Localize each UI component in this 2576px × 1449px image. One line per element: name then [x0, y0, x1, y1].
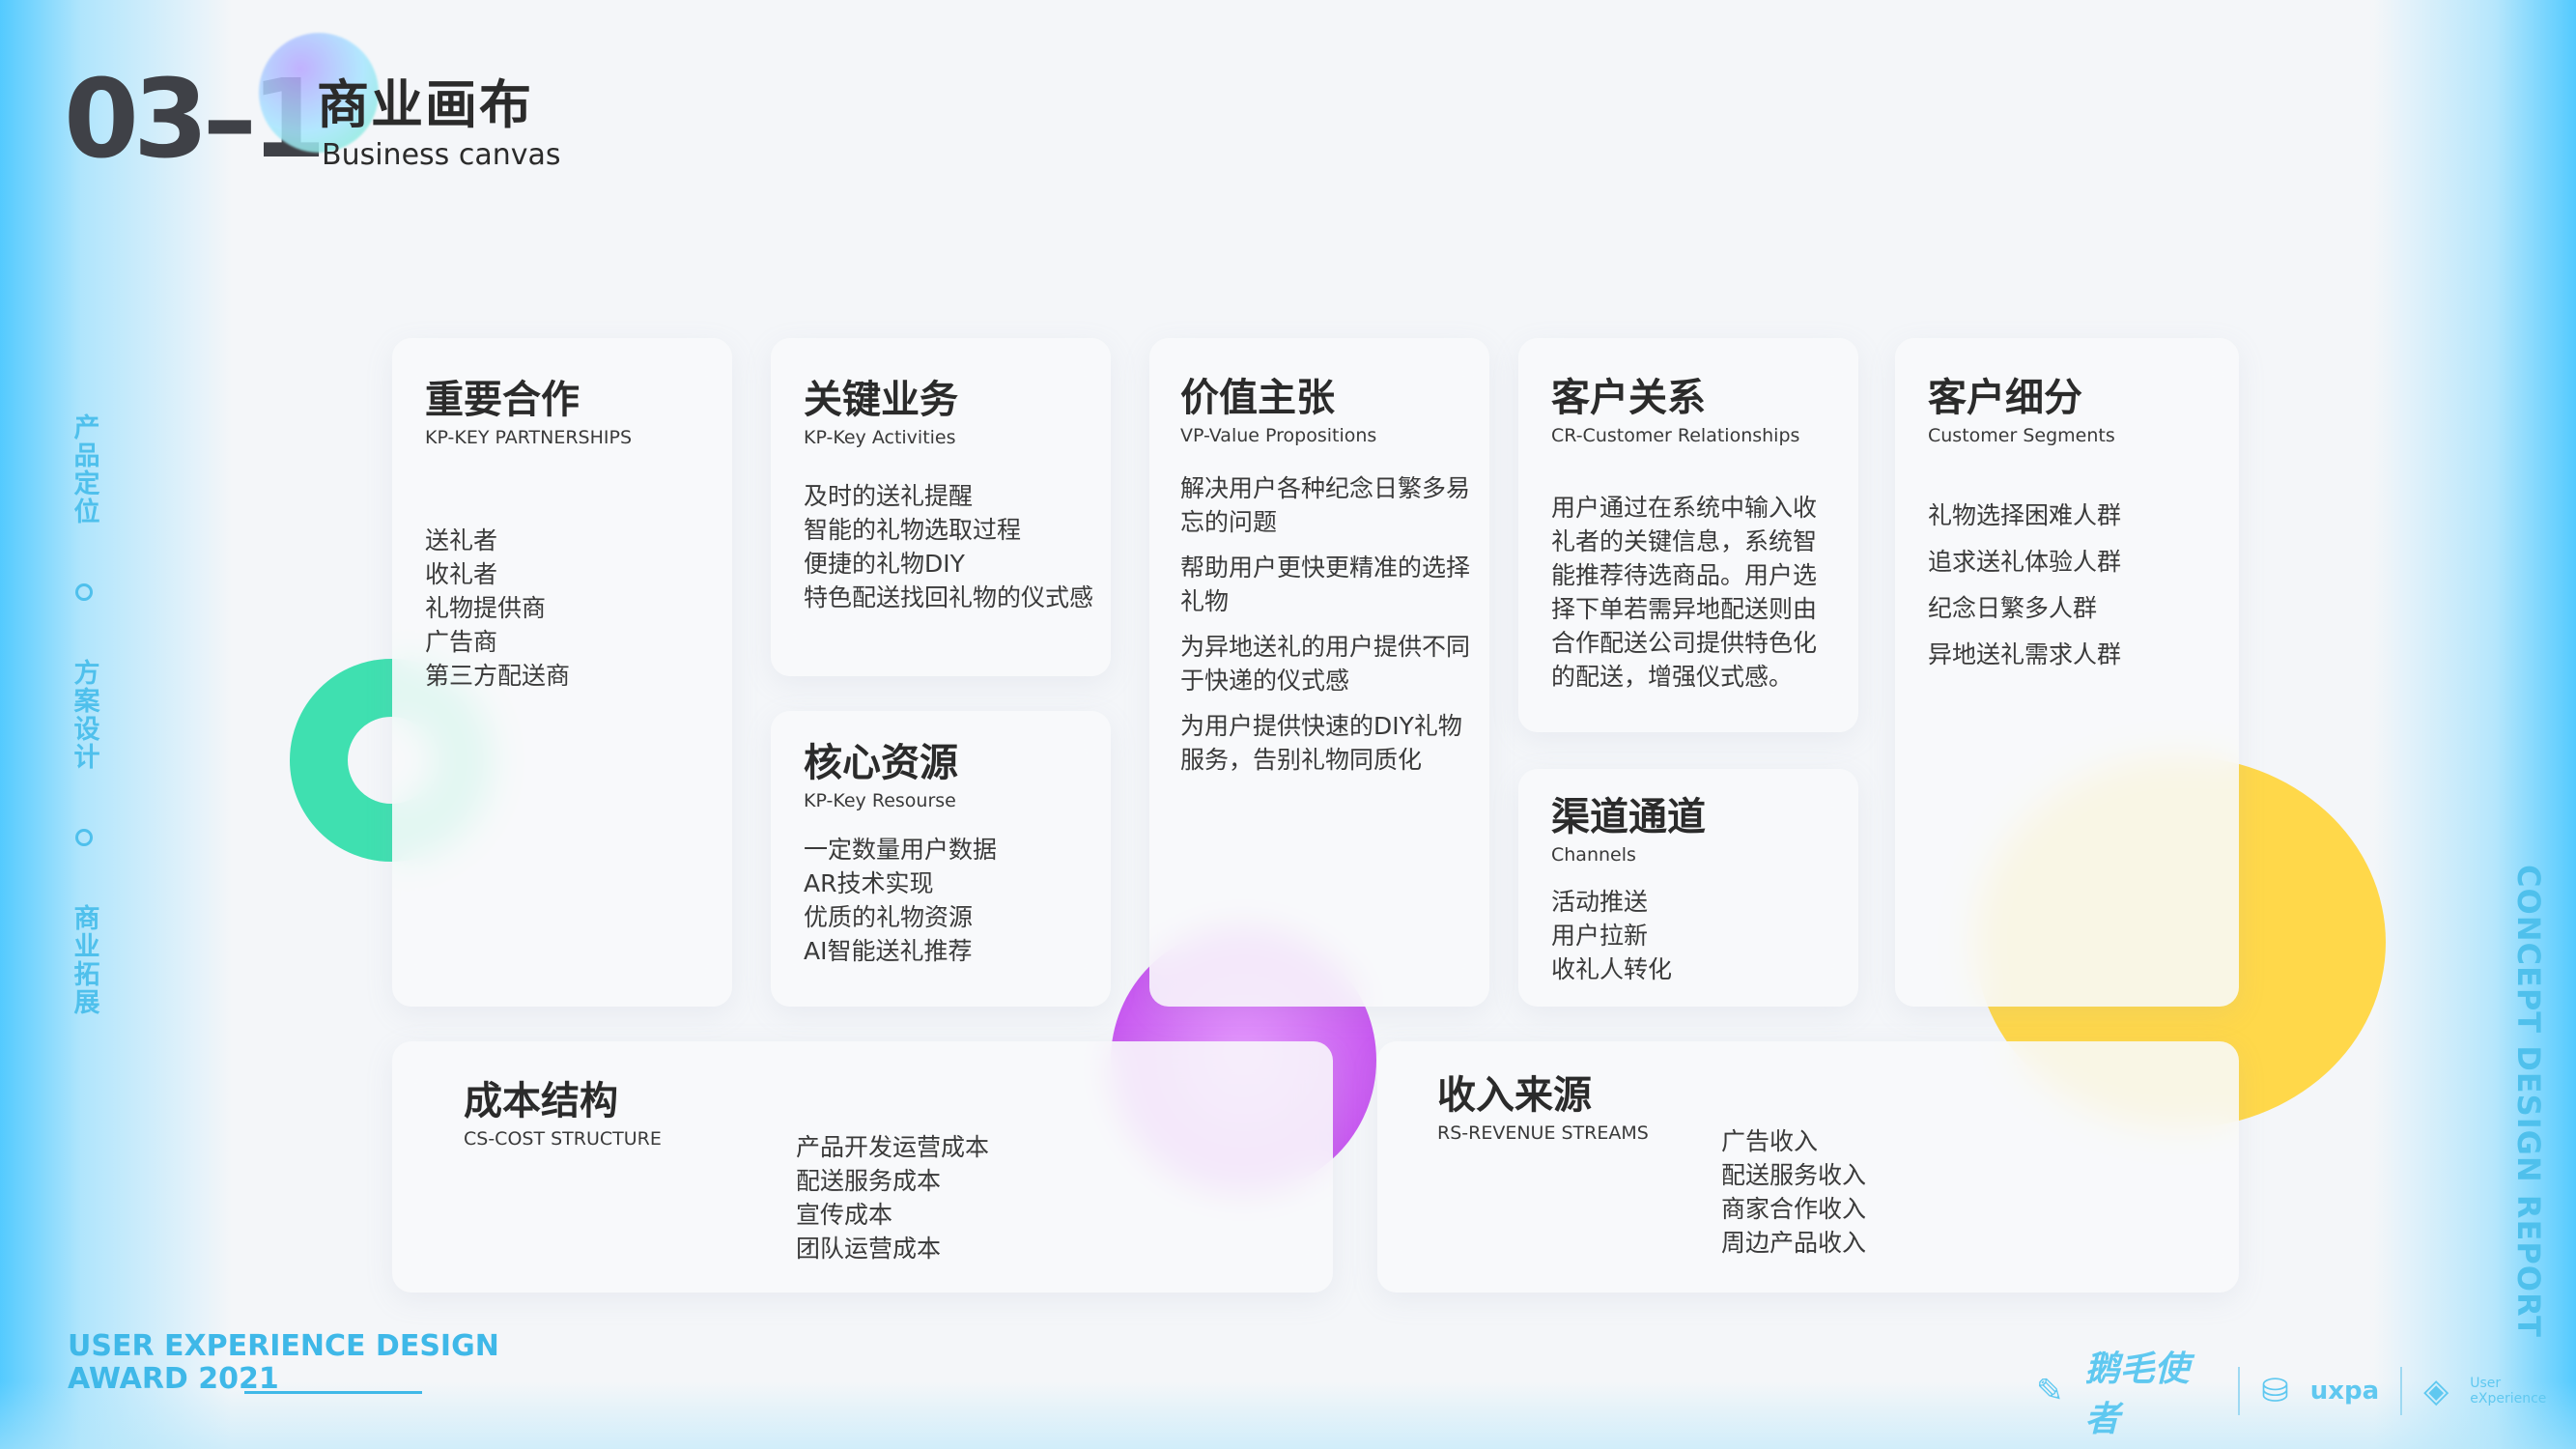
list-item: 商家合作收入	[1721, 1195, 1867, 1223]
card-channels: 渠道通道 Channels 活动推送 用户拉新 收礼人转化	[1518, 769, 1858, 1007]
card-cost-structure: 成本结构 CS-COST STRUCTURE 产品开发运营成本 配送服务成本 宣…	[392, 1041, 1333, 1293]
list-item: 礼物选择困难人群	[1928, 501, 2122, 529]
value-item: 为异地送礼的用户提供不同于快递的仪式感	[1180, 633, 1471, 695]
card-subtitle: KP-Key Resourse	[804, 790, 956, 811]
award-line-2: AWARD 2021	[68, 1362, 279, 1396]
card-title: 价值主张	[1180, 376, 1335, 420]
list-item: 异地送礼需求人群	[1928, 640, 2122, 668]
value-item: 为用户提供快速的DIY礼物服务，告别礼物同质化	[1180, 712, 1462, 774]
value-item: 解决用户各种纪念日繁多易忘的问题	[1180, 474, 1471, 536]
uxpa-icon: ⛁	[2261, 1372, 2289, 1410]
segments-list: 礼物选择困难人群 追求送礼体验人群 纪念日繁多人群 异地送礼需求人群	[1928, 493, 2121, 678]
card-title: 客户细分	[1928, 376, 2082, 420]
list-item: 智能的礼物选取过程	[804, 516, 1022, 544]
footer-logos: ✎ 鹅毛使者 ⛁ uxpa ◈ User eXperience	[2036, 1341, 2576, 1441]
list-item: 一定数量用户数据	[804, 836, 998, 864]
nav-item-business[interactable]: 商业拓展	[69, 904, 99, 1016]
list-item: 宣传成本	[796, 1201, 893, 1229]
card-title: 核心资源	[804, 741, 958, 785]
card-subtitle: KP-Key Activities	[804, 427, 956, 448]
logo-emissary: 鹅毛使者	[2084, 1350, 2190, 1439]
header-orb-decoration	[259, 33, 379, 153]
side-nav: 产品定位 方案设计 商业拓展	[68, 413, 100, 1016]
card-title: 重要合作	[425, 378, 580, 422]
channels-list: 活动推送 用户拉新 收礼人转化	[1551, 885, 1672, 986]
card-subtitle: VP-Value Propositions	[1180, 425, 1377, 446]
card-subtitle: Customer Segments	[1928, 425, 2115, 446]
page-subtitle: Business canvas	[322, 138, 561, 172]
award-line-1: USER EXPERIENCE DESIGN	[68, 1329, 499, 1363]
list-item: 优质的礼物资源	[804, 903, 974, 931]
partnerships-list: 送礼者 收礼者 礼物提供商 广告商 第三方配送商	[425, 524, 570, 693]
activities-list: 及时的送礼提醒 智能的礼物选取过程 便捷的礼物DIY 特色配送找回礼物的仪式感	[804, 479, 1093, 614]
report-label: CONCEPT DESIGN REPORT	[2510, 865, 2547, 1338]
list-item: 及时的送礼提醒	[804, 482, 974, 510]
card-revenue-streams: 收入来源 RS-REVENUE STREAMS 广告收入 配送服务收入 商家合作…	[1377, 1041, 2239, 1293]
list-item: 配送服务收入	[1721, 1161, 1867, 1189]
list-item: 收礼人转化	[1551, 955, 1673, 983]
list-item: 礼物提供商	[425, 594, 547, 622]
card-subtitle: CR-Customer Relationships	[1551, 425, 1800, 446]
list-item: 便捷的礼物DIY	[804, 550, 965, 578]
list-item: 用户拉新	[1551, 922, 1649, 950]
card-key-resources: 核心资源 KP-Key Resourse 一定数量用户数据 AR技术实现 优质的…	[771, 711, 1111, 1007]
card-customer-segments: 客户细分 Customer Segments 礼物选择困难人群 追求送礼体验人群…	[1895, 338, 2239, 1007]
card-title: 客户关系	[1551, 376, 1706, 420]
card-key-partnerships: 重要合作 KP-KEY PARTNERSHIPS 送礼者 收礼者 礼物提供商 广…	[392, 338, 732, 1007]
relationships-text: 用户通过在系统中输入收礼者的关键信息，系统智能推荐待选商品。用户选择下单若需异地…	[1551, 494, 1818, 691]
nav-item-positioning[interactable]: 产品定位	[69, 413, 99, 526]
card-title: 收入来源	[1437, 1073, 1592, 1118]
card-subtitle: Channels	[1551, 844, 1636, 866]
card-subtitle: RS-REVENUE STREAMS	[1437, 1122, 1649, 1144]
list-item: 配送服务成本	[796, 1167, 942, 1195]
list-item: 收礼者	[425, 560, 498, 588]
card-subtitle: CS-COST STRUCTURE	[464, 1128, 662, 1150]
card-title: 成本结构	[464, 1079, 618, 1123]
card-title: 渠道通道	[1551, 795, 1706, 839]
award-underline	[244, 1391, 422, 1394]
page-title: 商业画布	[317, 74, 533, 135]
right-edge-glow	[2373, 0, 2576, 1449]
nav-dot	[75, 829, 93, 846]
list-item: 第三方配送商	[425, 662, 571, 690]
left-edge-glow	[0, 0, 232, 1449]
feather-icon: ✎	[2036, 1372, 2064, 1410]
list-item: 广告商	[425, 628, 498, 656]
list-item: 送礼者	[425, 526, 498, 554]
list-item: 广告收入	[1721, 1127, 1819, 1155]
value-item: 帮助用户更快更精准的选择礼物	[1180, 554, 1471, 615]
card-value-propositions: 价值主张 VP-Value Propositions 解决用户各种纪念日繁多易忘…	[1149, 338, 1489, 1007]
bottom-edge-glow	[0, 1381, 2576, 1449]
cost-list: 产品开发运营成本 配送服务成本 宣传成本 团队运营成本	[796, 1130, 989, 1265]
logo-divider	[2238, 1367, 2241, 1415]
list-item: 产品开发运营成本	[796, 1133, 990, 1161]
logo-divider	[2400, 1367, 2403, 1415]
card-title: 关键业务	[804, 378, 958, 422]
list-item: 特色配送找回礼物的仪式感	[804, 583, 1094, 611]
card-key-activities: 关键业务 KP-Key Activities 及时的送礼提醒 智能的礼物选取过程…	[771, 338, 1111, 676]
award-label: USER EXPERIENCE DESIGN AWARD 2021	[68, 1330, 499, 1396]
diamond-icon: ◈	[2423, 1372, 2449, 1410]
list-item: AI智能送礼推荐	[804, 937, 973, 965]
list-item: 纪念日繁多人群	[1928, 594, 2098, 622]
card-customer-relationships: 客户关系 CR-Customer Relationships 用户通过在系统中输…	[1518, 338, 1858, 732]
list-item: 周边产品收入	[1721, 1229, 1867, 1257]
logo-uxpa: uxpa	[2309, 1377, 2380, 1406]
card-subtitle: KP-KEY PARTNERSHIPS	[425, 427, 633, 448]
revenue-list: 广告收入 配送服务收入 商家合作收入 周边产品收入	[1721, 1124, 1866, 1260]
nav-dot	[75, 583, 93, 601]
list-item: 追求送礼体验人群	[1928, 548, 2122, 576]
list-item: 活动推送	[1551, 888, 1649, 916]
value-list: 解决用户各种纪念日繁多易忘的问题 帮助用户更快更精准的选择礼物 为异地送礼的用户…	[1180, 471, 1470, 777]
resources-list: 一定数量用户数据 AR技术实现 优质的礼物资源 AI智能送礼推荐	[804, 833, 997, 968]
logo-ux: User eXperience	[2470, 1376, 2547, 1406]
list-item: AR技术实现	[804, 869, 934, 897]
list-item: 团队运营成本	[796, 1235, 942, 1263]
nav-item-design[interactable]: 方案设计	[69, 659, 99, 771]
